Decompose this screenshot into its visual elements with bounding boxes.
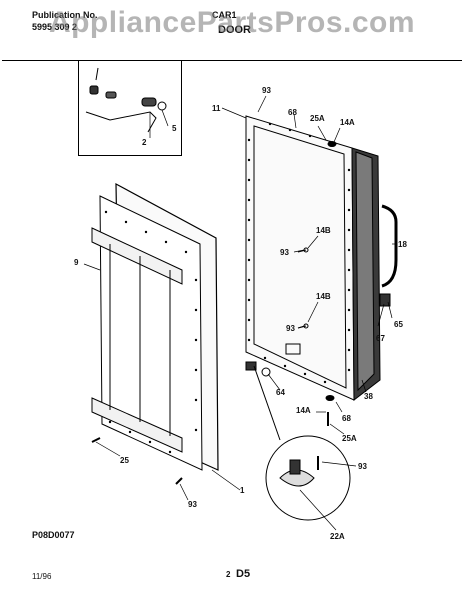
detail-circle-view <box>253 365 351 521</box>
callout-25a-top: 25A <box>310 114 325 123</box>
door-screw-holes <box>247 122 351 384</box>
diagram-code: P08D0077 <box>32 530 75 540</box>
model-name: CAR1 <box>212 10 237 20</box>
callout-9: 9 <box>74 258 79 267</box>
callout-5: 5 <box>172 124 177 133</box>
callout-18: 18 <box>398 240 407 249</box>
callout-64: 64 <box>276 388 285 397</box>
callout-1: 1 <box>240 486 245 495</box>
callout-22a: 22A <box>330 532 345 541</box>
loose-screws <box>91 361 335 485</box>
footer-page: 2 <box>226 570 231 579</box>
inset-hinge-parts <box>85 67 167 133</box>
callout-25: 25 <box>120 456 129 465</box>
header-rule <box>2 60 462 61</box>
publication-label: Publication No. <box>32 10 98 20</box>
footer-date: 11/96 <box>32 572 52 581</box>
callout-65: 65 <box>394 320 403 329</box>
callout-93-bottom: 93 <box>188 500 197 509</box>
callout-25a-bottom: 25A <box>342 434 357 443</box>
section-title: DOOR <box>218 24 251 36</box>
door-liner-assembly <box>91 182 219 471</box>
callout-14a-bottom: 14A <box>296 406 311 415</box>
liner-screw-holes <box>104 210 198 454</box>
publication-number: 5995 309 2 <box>32 22 78 32</box>
callout-68-top: 68 <box>288 108 297 117</box>
inset-detail-box <box>78 60 182 156</box>
callout-14b-bottom: 14B <box>316 292 331 301</box>
callout-14b-top: 14B <box>316 226 331 235</box>
watermark-text: AppliancePartsPros.com <box>48 6 416 39</box>
footer-code: D5 <box>236 568 251 580</box>
callout-38: 38 <box>364 392 373 401</box>
callout-14a-top: 14A <box>340 118 355 127</box>
callout-leaders <box>83 95 396 531</box>
callout-93-mid2: 93 <box>286 324 295 333</box>
callout-67: 67 <box>376 334 385 343</box>
callout-93-top: 93 <box>262 86 271 95</box>
callout-11: 11 <box>212 104 221 113</box>
callout-2: 2 <box>142 138 147 147</box>
door-panel-assembly <box>245 115 398 402</box>
callout-68-bottom: 68 <box>342 414 351 423</box>
callout-93-mid1: 93 <box>280 248 289 257</box>
callout-93-detail: 93 <box>358 462 367 471</box>
